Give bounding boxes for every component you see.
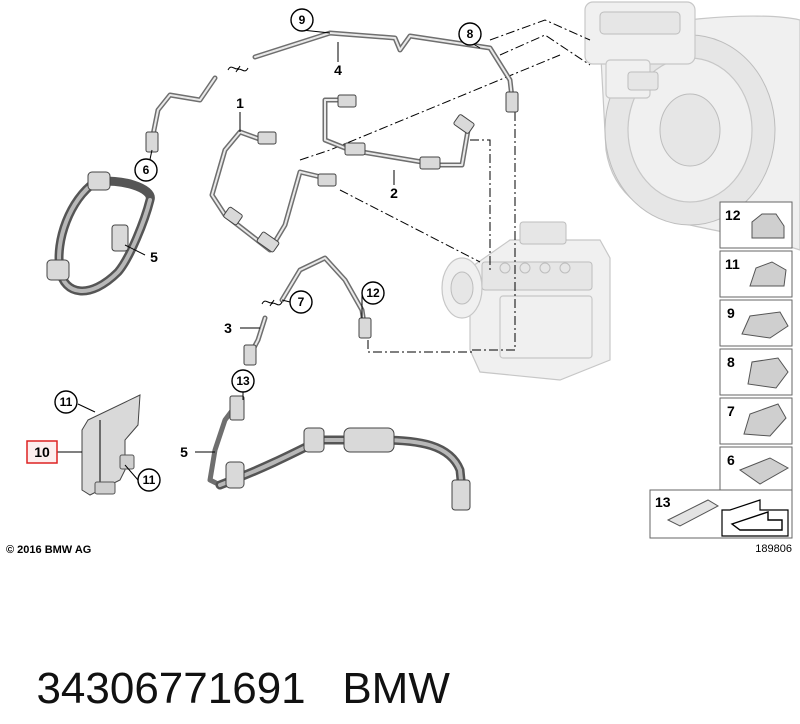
callout-11-bottom-text: 11 — [143, 473, 156, 487]
diagram-number: 189806 — [755, 543, 792, 555]
leader-lines — [56, 29, 481, 481]
part-caption: 34306771691 BMW — [12, 584, 788, 713]
brake-pipe-2 — [322, 94, 475, 170]
brake-pipe-1 — [209, 129, 337, 253]
callout-9: 9 — [290, 8, 314, 32]
callout-11-top-text: 11 — [60, 395, 73, 409]
small-parts-panel: 12 11 9 8 7 6 13 189806 — [649, 201, 793, 555]
brake-pipe-3 — [243, 255, 372, 366]
reference-lines — [299, 19, 591, 353]
callout-8: 8 — [458, 22, 482, 46]
panel-item-7: 7 — [727, 403, 735, 419]
callout-11-bottom: 11 — [137, 468, 161, 492]
label-5-bottom: 5 — [180, 444, 188, 460]
bracket-10 — [81, 394, 141, 496]
callout-12-text: 12 — [366, 286, 380, 300]
callout-6: 6 — [134, 158, 158, 182]
callout-12: 12 — [361, 281, 385, 305]
callout-13: 13 — [231, 369, 255, 393]
brake-hose-5-bottom — [207, 395, 471, 511]
brake-pipe-4 — [227, 30, 519, 113]
panel-item-13: 13 — [655, 494, 671, 510]
highlighted-part-10: 10 — [26, 440, 58, 464]
panel-item-12: 12 — [725, 207, 741, 223]
label-1: 1 — [236, 95, 244, 111]
callout-6-text: 6 — [143, 163, 150, 177]
label-3: 3 — [224, 320, 232, 336]
panel-item-9: 9 — [727, 305, 735, 321]
callout-7: 7 — [289, 290, 313, 314]
panel-item-6: 6 — [727, 452, 735, 468]
callout-8-text: 8 — [467, 27, 474, 41]
label-10: 10 — [34, 444, 50, 460]
abs-unit-ghost — [441, 221, 611, 381]
copyright-text: © 2016 BMW AG — [6, 544, 91, 556]
part-number: 34306771691 — [36, 664, 306, 713]
brake-line-parts-diagram: 9 8 6 7 12 13 11 11 4 1 2 5 3 5 10 1 — [6, 1, 800, 556]
panel-item-11: 11 — [725, 256, 740, 272]
panel-item-8: 8 — [727, 354, 735, 370]
brand-name: BMW — [342, 664, 450, 713]
label-4: 4 — [334, 62, 342, 78]
brake-hose-5-left — [46, 75, 218, 296]
label-2: 2 — [390, 185, 398, 201]
brake-booster-ghost — [584, 1, 800, 251]
callout-11-top: 11 — [54, 390, 78, 414]
label-5-left: 5 — [150, 249, 158, 265]
callout-13-text: 13 — [236, 374, 250, 388]
callout-7-text: 7 — [298, 295, 305, 309]
callout-9-text: 9 — [299, 13, 306, 27]
